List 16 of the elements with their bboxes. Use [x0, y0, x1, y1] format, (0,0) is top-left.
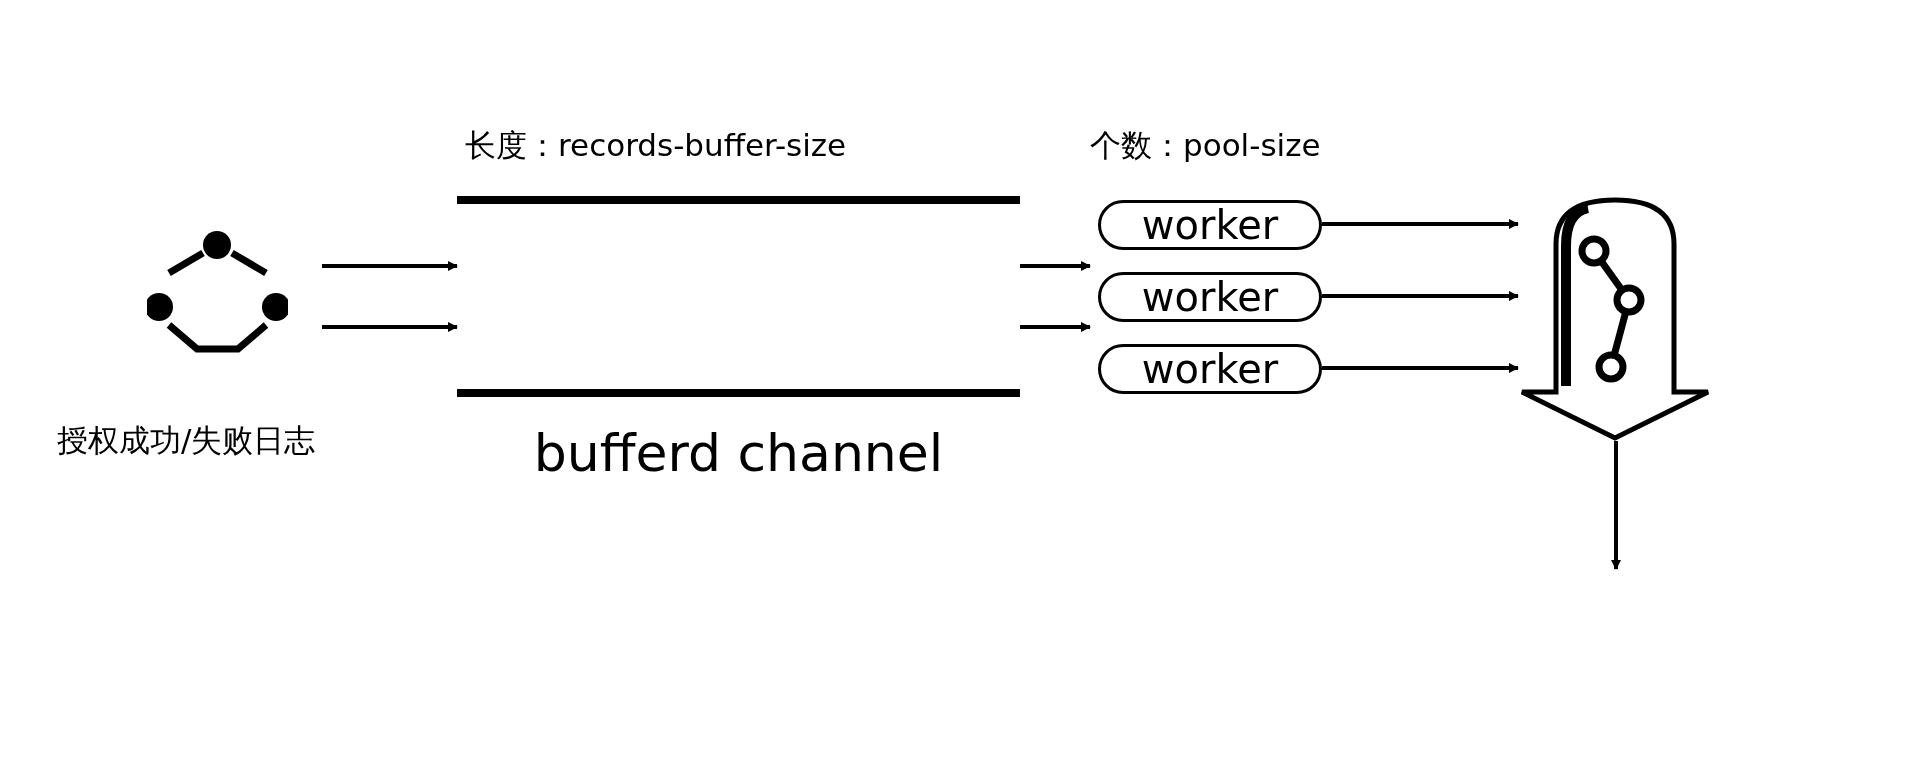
arrow	[1322, 291, 1519, 301]
arrow	[1322, 363, 1519, 373]
arrow	[1020, 322, 1091, 332]
worker-box: worker	[1098, 200, 1322, 250]
arrow	[322, 322, 458, 332]
arrow	[1020, 261, 1091, 271]
source-caption: 授权成功/失败日志	[57, 421, 316, 460]
merge-arrow-icon	[1518, 196, 1712, 441]
arrow	[1611, 441, 1621, 570]
worker-box: worker	[1098, 272, 1322, 322]
arrow	[322, 261, 458, 271]
pool-size-label: 个数：pool-size	[1090, 126, 1321, 165]
channel-length-label: 长度：records-buffer-size	[465, 126, 847, 165]
worker-box: worker	[1098, 344, 1322, 394]
channel-title: bufferd channel	[532, 423, 945, 483]
arrow	[1322, 219, 1519, 229]
